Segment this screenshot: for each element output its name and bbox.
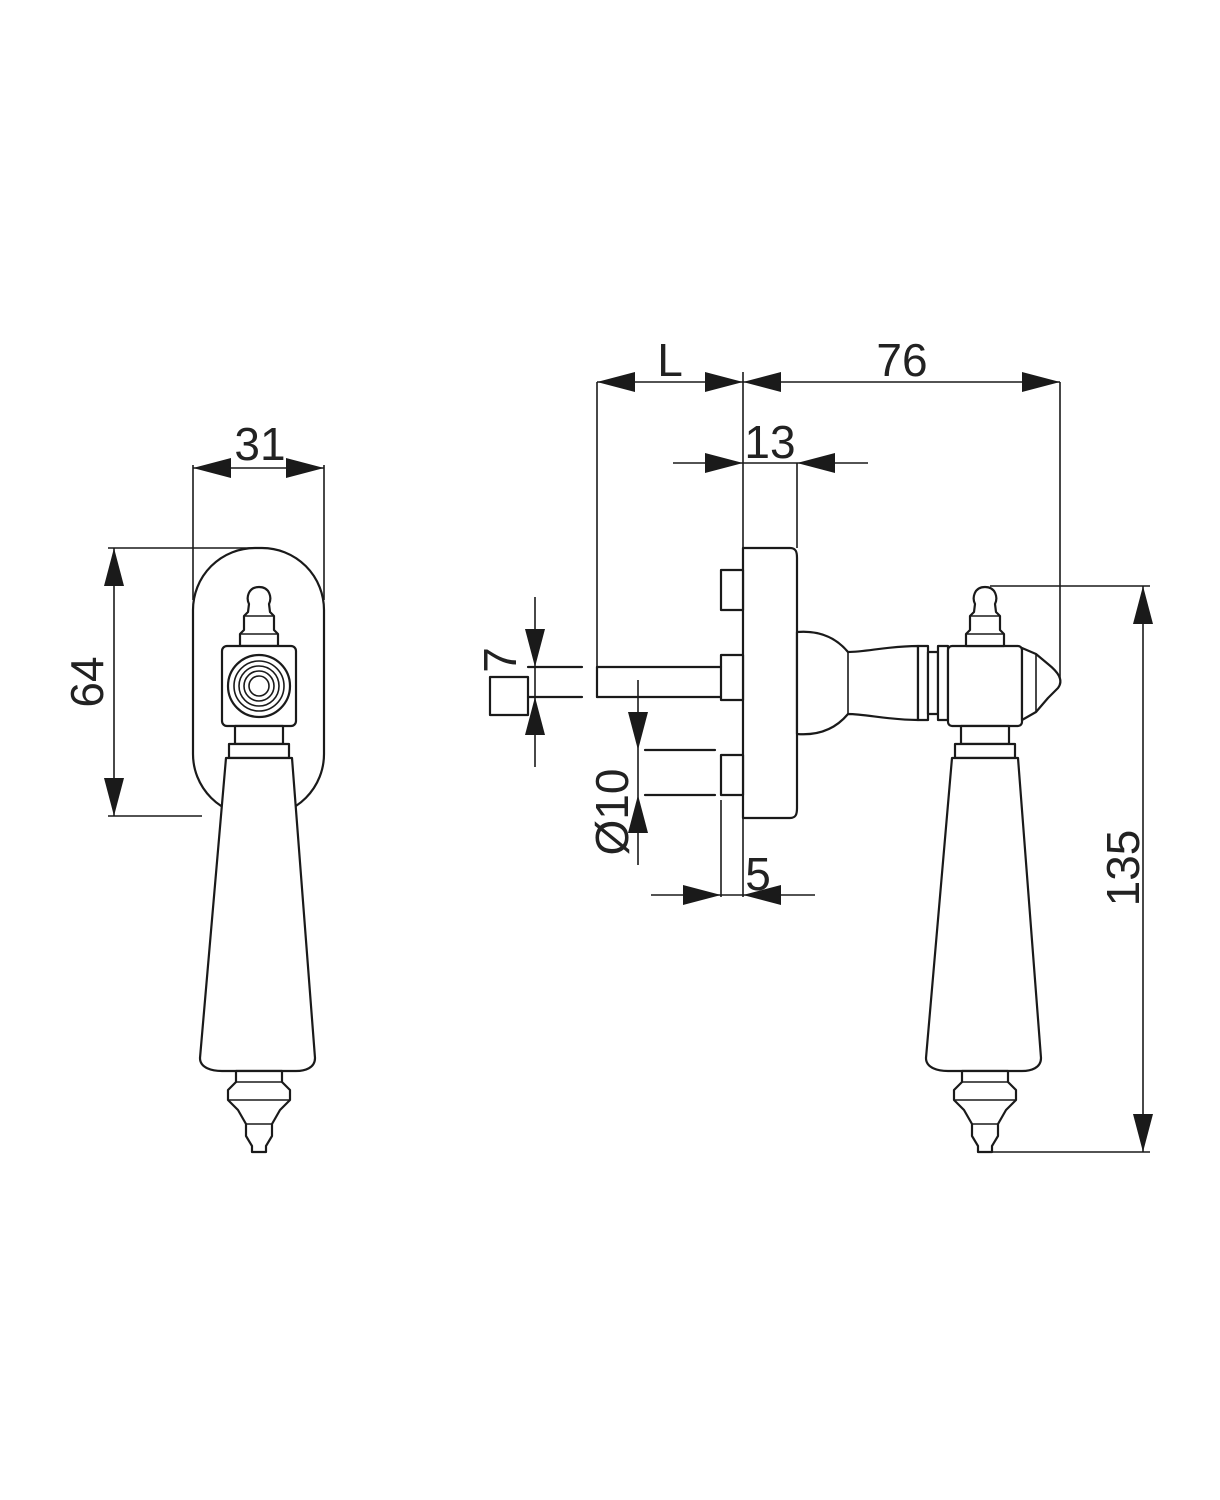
front-dimensions: 31 64 xyxy=(61,418,325,817)
dim-rose-13: 13 xyxy=(744,416,795,468)
side-view xyxy=(488,546,1062,1154)
side-bottom-finial xyxy=(952,1069,1018,1154)
side-rose-plate xyxy=(741,546,799,820)
dim-depth-76: 76 xyxy=(876,334,927,386)
dim-square-7: 7 xyxy=(474,647,526,673)
dim-width-31: 31 xyxy=(234,418,285,470)
front-bottom-finial xyxy=(226,1069,292,1154)
dim-height-64: 64 xyxy=(61,656,113,707)
side-square-hub xyxy=(946,644,1024,728)
front-square-hub xyxy=(220,644,298,728)
side-dimensions: L 76 13 7 Ø10 5 135 xyxy=(474,334,1153,1153)
front-view xyxy=(191,546,326,1154)
side-neck xyxy=(795,630,920,736)
side-grip xyxy=(924,756,1043,1073)
spindle-square-end xyxy=(488,675,530,717)
dim-diameter-10: Ø10 xyxy=(586,769,638,856)
side-pointed-tip xyxy=(1020,646,1062,722)
dim-spindle-length-L: L xyxy=(657,334,683,386)
dim-height-135: 135 xyxy=(1097,830,1149,907)
dim-pin-5: 5 xyxy=(745,848,771,900)
front-grip xyxy=(198,756,317,1073)
